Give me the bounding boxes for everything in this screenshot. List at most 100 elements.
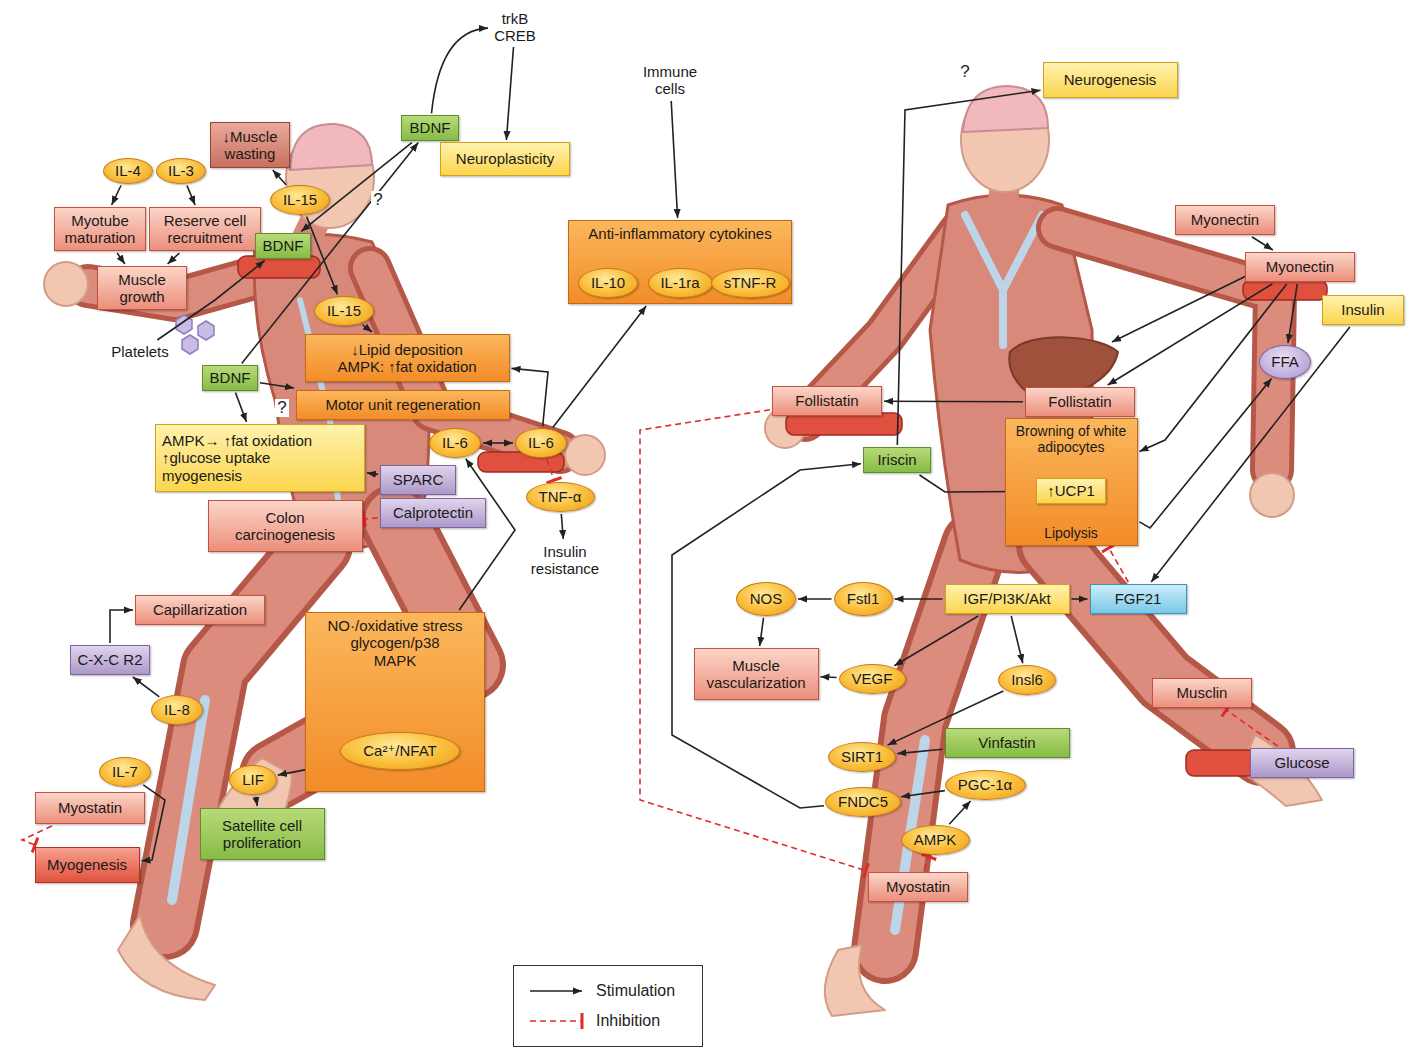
node-label: Myogenesis [47, 856, 127, 873]
cytokine-oval: VEGF [839, 664, 906, 694]
stimulation-arrow [432, 28, 489, 113]
cytokine-oval: NOS [736, 582, 796, 616]
node-label: Musclin [1177, 684, 1228, 701]
stimulation-arrow [236, 393, 247, 422]
stimulation-arrow [307, 217, 338, 295]
stimulation-arrow [894, 616, 978, 666]
tissue-box: Reserve cell recruitment [149, 207, 261, 251]
node-label: Neurogenesis [1064, 71, 1157, 88]
legend-box: StimulationInhibition [513, 965, 703, 1047]
node-label: myogenesis [162, 467, 242, 484]
node-label: Vinfastin [978, 734, 1035, 751]
node-label: AMPK [914, 831, 957, 848]
node-label: Neuroplasticity [456, 150, 554, 167]
node-label: Browning of white adipocytes [1012, 423, 1131, 455]
node-label: Satellite cell proliferation [207, 817, 318, 852]
stimulation-arrow [884, 400, 1023, 402]
node-label: Insulin [1341, 301, 1384, 318]
node-label: IL-3 [168, 162, 194, 179]
node-label: Lipolysis [1044, 525, 1098, 541]
node-label: NO·/oxidative stress [327, 617, 462, 634]
text-node: Insulin resistance [525, 541, 605, 579]
tissue-box: Muscle growth [97, 266, 187, 310]
node-label: FGF21 [1115, 590, 1162, 607]
stimulation-arrow [949, 801, 970, 824]
node-label: Myostatin [58, 799, 122, 816]
node-label: Glucose [1274, 754, 1329, 771]
factor-box: Vinfastin [945, 728, 1070, 758]
stimulation-arrow [1011, 616, 1023, 663]
process-box: Motor unit regeneration [296, 390, 510, 420]
legend-label: Stimulation [596, 982, 675, 1000]
node-label: BDNF [263, 237, 304, 254]
node-label: Myonectin [1191, 211, 1259, 228]
stimulation-arrow [561, 514, 563, 539]
stimulation-arrow [553, 306, 646, 428]
question-mark: ? [958, 63, 971, 82]
stimulation-arrow [459, 459, 515, 610]
node-label: IL-1ra [660, 274, 699, 291]
tissue-box: Muscle vascularization [694, 648, 819, 700]
node-label: Reserve cell recruitment [156, 212, 254, 247]
node-label: AMPK: ↑fat oxidation [337, 358, 476, 375]
node-label: Ca²⁺/NFAT [363, 742, 436, 759]
node-label: Insl6 [1011, 671, 1043, 688]
node-label: IL-6 [528, 434, 554, 451]
cytokine-oval: Ca²⁺/NFAT [340, 732, 460, 770]
node-label: IL-6 [442, 434, 468, 451]
stimulation-arrow [895, 598, 943, 600]
text-node: trkB CREB [490, 9, 540, 45]
stimulation-arrow [798, 598, 832, 600]
hand [1250, 473, 1294, 517]
factor-box: BDNF [401, 115, 459, 140]
stimulation-arrow [671, 101, 677, 218]
molecule-oval: FFA [1259, 345, 1311, 379]
group-box: NO·/oxidative stressglycogen/p38MAPKCa²⁺… [305, 612, 485, 792]
platelet [182, 335, 198, 354]
brain [963, 86, 1048, 132]
fist [565, 435, 605, 475]
cytokine-oval: IL-15 [314, 296, 374, 326]
stimulation-arrow [142, 785, 166, 861]
node-label: ↑UCP1 [1047, 482, 1095, 499]
effect-box: Insulin [1322, 295, 1404, 325]
node-label: C-X-C R2 [77, 651, 142, 668]
tissue-box: Myonectin [1175, 205, 1275, 235]
inhibition-arrow [1109, 548, 1129, 582]
cytokine-oval: Fstl1 [834, 582, 893, 616]
factor-box: Iriscin [863, 447, 931, 473]
stimulation-arrow [897, 749, 942, 753]
fist [44, 262, 88, 306]
node-label: PGC-1α [958, 776, 1013, 793]
molecule-box: SPARC [380, 465, 456, 495]
node-label: IL-7 [112, 763, 138, 780]
right-runner [765, 86, 1322, 1016]
legend-line [530, 1020, 582, 1022]
molecule-box: Calprotectin [380, 498, 486, 528]
cytokine-oval: IL-3 [156, 158, 206, 184]
node-label: Calprotectin [393, 504, 473, 521]
stimulation-arrow [117, 253, 125, 264]
cytokine-oval: IL-1ra [648, 268, 713, 298]
legend-sample [526, 1012, 588, 1030]
spine [965, 215, 1042, 345]
muscle-fiber [786, 413, 902, 435]
stimulation-arrow [242, 143, 419, 364]
stimulation-arrow [367, 473, 378, 475]
stimulation-arrow [1072, 598, 1088, 600]
text-node: Immune cells [632, 61, 708, 99]
stimulation-arrow [133, 677, 160, 697]
stimulation-arrow [760, 618, 764, 646]
group-box: Browning of white adipocytesLipolysis ↑UC… [1005, 418, 1138, 546]
tissue-box: Follistatin [772, 386, 882, 416]
factor-box: Satellite cell proliferation [200, 808, 325, 860]
molecule-box: Glucose [1250, 748, 1354, 778]
question-mark: ? [371, 191, 384, 210]
node-label: IL-8 [164, 701, 190, 718]
stimulation-arrow [1252, 237, 1273, 250]
node-label: Anti-inflammatory cytokines [588, 225, 771, 242]
node-label: Motor unit regeneration [325, 396, 480, 413]
effect-box: AMPK→ ↑fat oxidation↑glucose uptakemyoge… [155, 424, 365, 492]
stimulation-arrow [112, 186, 121, 206]
